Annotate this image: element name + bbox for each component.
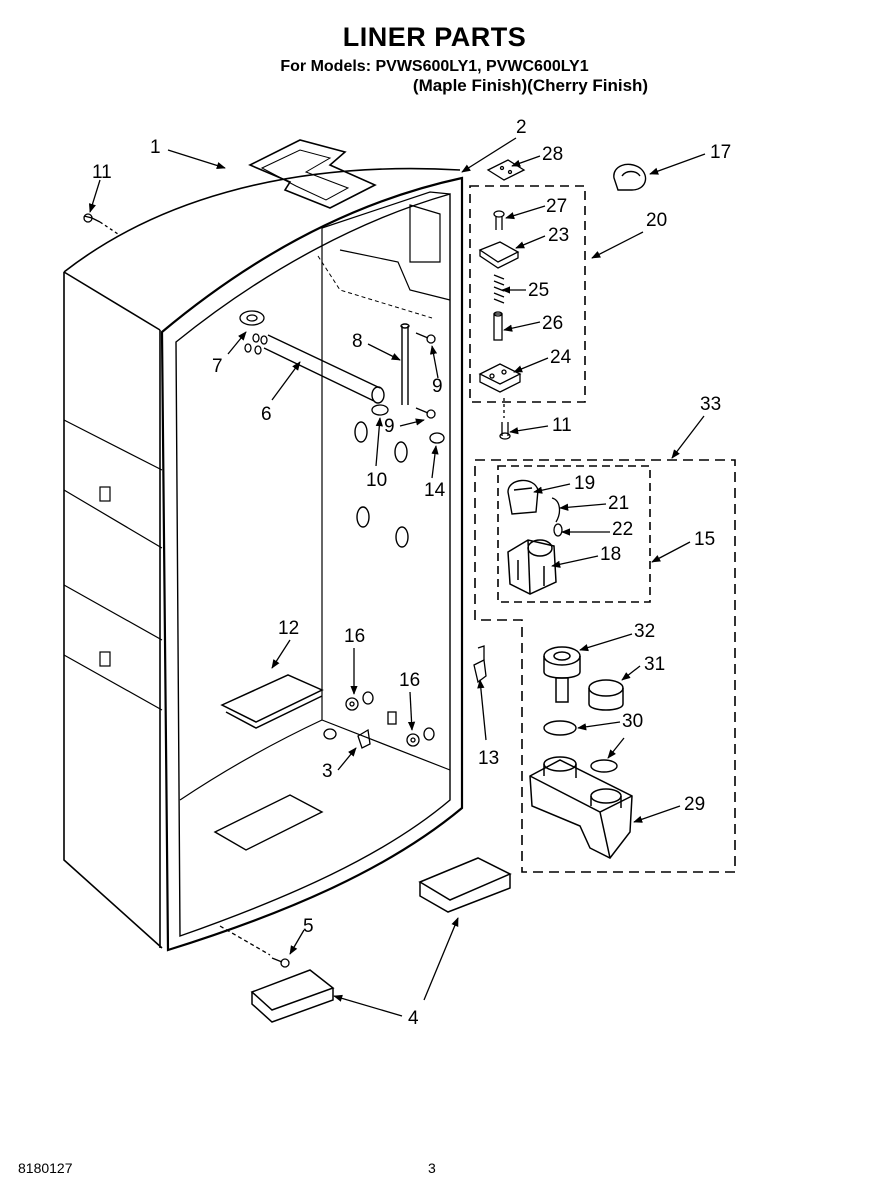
part-16-fitting-right bbox=[387, 711, 435, 747]
part-14-plug bbox=[429, 432, 445, 444]
callout-13: 13 bbox=[478, 748, 499, 769]
part-23-bracket bbox=[478, 241, 520, 269]
callout-9-lower: 9 bbox=[384, 416, 395, 437]
callout-6: 6 bbox=[261, 404, 272, 425]
part-19-cap bbox=[507, 479, 539, 515]
part-4-cover-lower bbox=[250, 969, 335, 1023]
callout-labels: 1 2 3 4 5 6 7 8 9 9 10 11 11 12 13 14 15… bbox=[92, 117, 731, 1029]
part-28-plate bbox=[486, 159, 526, 181]
callout-11-left: 11 bbox=[92, 162, 112, 183]
model-list: For Models: PVWS600LY1, PVWC600LY1 bbox=[280, 58, 589, 75]
callout-14: 14 bbox=[424, 480, 446, 501]
part-30-oring-right bbox=[590, 759, 618, 773]
left-hinge-block-lower bbox=[99, 651, 111, 667]
part-25-spring bbox=[493, 274, 505, 304]
callout-8: 8 bbox=[352, 331, 363, 352]
part-18-housing bbox=[507, 539, 557, 595]
callout-10: 10 bbox=[366, 470, 387, 491]
callout-11-right: 11 bbox=[552, 415, 572, 436]
callout-9-upper: 9 bbox=[432, 376, 443, 397]
callout-27: 27 bbox=[546, 196, 567, 217]
part-11-screw-left bbox=[83, 213, 119, 235]
back-wall-holes bbox=[354, 421, 409, 548]
finish-list: (Maple Finish)(Cherry Finish) bbox=[412, 76, 649, 95]
group-33-box bbox=[474, 459, 736, 873]
callout-3: 3 bbox=[322, 761, 333, 782]
part-7-grommet bbox=[239, 310, 268, 355]
callout-31: 31 bbox=[644, 654, 665, 675]
part-27-screw bbox=[493, 210, 505, 230]
callout-30: 30 bbox=[622, 711, 643, 732]
document-number: 8180127 bbox=[18, 1160, 73, 1176]
callout-4: 4 bbox=[408, 1008, 419, 1029]
part-24-bracket bbox=[478, 363, 522, 393]
callout-7: 7 bbox=[212, 356, 223, 377]
floor-vent bbox=[213, 794, 324, 851]
callout-17: 17 bbox=[710, 142, 731, 163]
part-26-pin bbox=[493, 311, 503, 341]
callout-5: 5 bbox=[303, 916, 314, 937]
part-13-connector bbox=[473, 645, 487, 684]
part-5-screw bbox=[219, 925, 290, 968]
callout-32: 32 bbox=[634, 621, 655, 642]
part-8-rod bbox=[400, 323, 410, 405]
callout-16-right: 16 bbox=[399, 670, 420, 691]
part-4-cover-upper bbox=[418, 857, 512, 913]
part-22-ring bbox=[553, 523, 563, 537]
callout-23: 23 bbox=[548, 225, 569, 246]
left-hinge-block-upper bbox=[99, 486, 111, 502]
callout-20: 20 bbox=[646, 210, 667, 231]
part-3-plug bbox=[323, 728, 371, 749]
part-17-clamp bbox=[613, 163, 647, 191]
part-9-screw-lower bbox=[415, 407, 436, 419]
part-21-tube bbox=[551, 497, 561, 523]
callout-16-left: 16 bbox=[344, 626, 365, 647]
page-title: LINER PARTS bbox=[342, 22, 527, 52]
leader-lines bbox=[88, 137, 706, 1017]
part-12-pad bbox=[220, 674, 324, 729]
group-15-box bbox=[497, 465, 651, 603]
part-11-screw-right bbox=[499, 398, 511, 440]
callout-19: 19 bbox=[574, 473, 595, 494]
callout-15: 15 bbox=[694, 529, 715, 550]
callout-12: 12 bbox=[278, 618, 299, 639]
callout-2: 2 bbox=[516, 117, 527, 138]
part-10-washer bbox=[371, 404, 389, 416]
callout-24: 24 bbox=[550, 347, 572, 368]
callout-18: 18 bbox=[600, 544, 621, 565]
part-30-oring-left bbox=[543, 720, 577, 736]
callout-25: 25 bbox=[528, 280, 549, 301]
part-9-screw-upper bbox=[415, 332, 436, 344]
callout-33: 33 bbox=[700, 394, 721, 415]
part-31-cap bbox=[588, 679, 624, 711]
callout-28: 28 bbox=[542, 144, 563, 165]
part-32-nozzle bbox=[543, 646, 581, 703]
callout-22: 22 bbox=[612, 519, 633, 540]
callout-29: 29 bbox=[684, 794, 705, 815]
callout-1: 1 bbox=[150, 137, 161, 158]
callout-21: 21 bbox=[608, 493, 629, 514]
part-29-base bbox=[529, 756, 633, 859]
liner-body bbox=[63, 139, 464, 952]
part-6-tube bbox=[263, 334, 385, 404]
part-16-fitting-left bbox=[345, 691, 374, 711]
callout-26: 26 bbox=[542, 313, 563, 334]
page-number: 3 bbox=[428, 1160, 436, 1176]
